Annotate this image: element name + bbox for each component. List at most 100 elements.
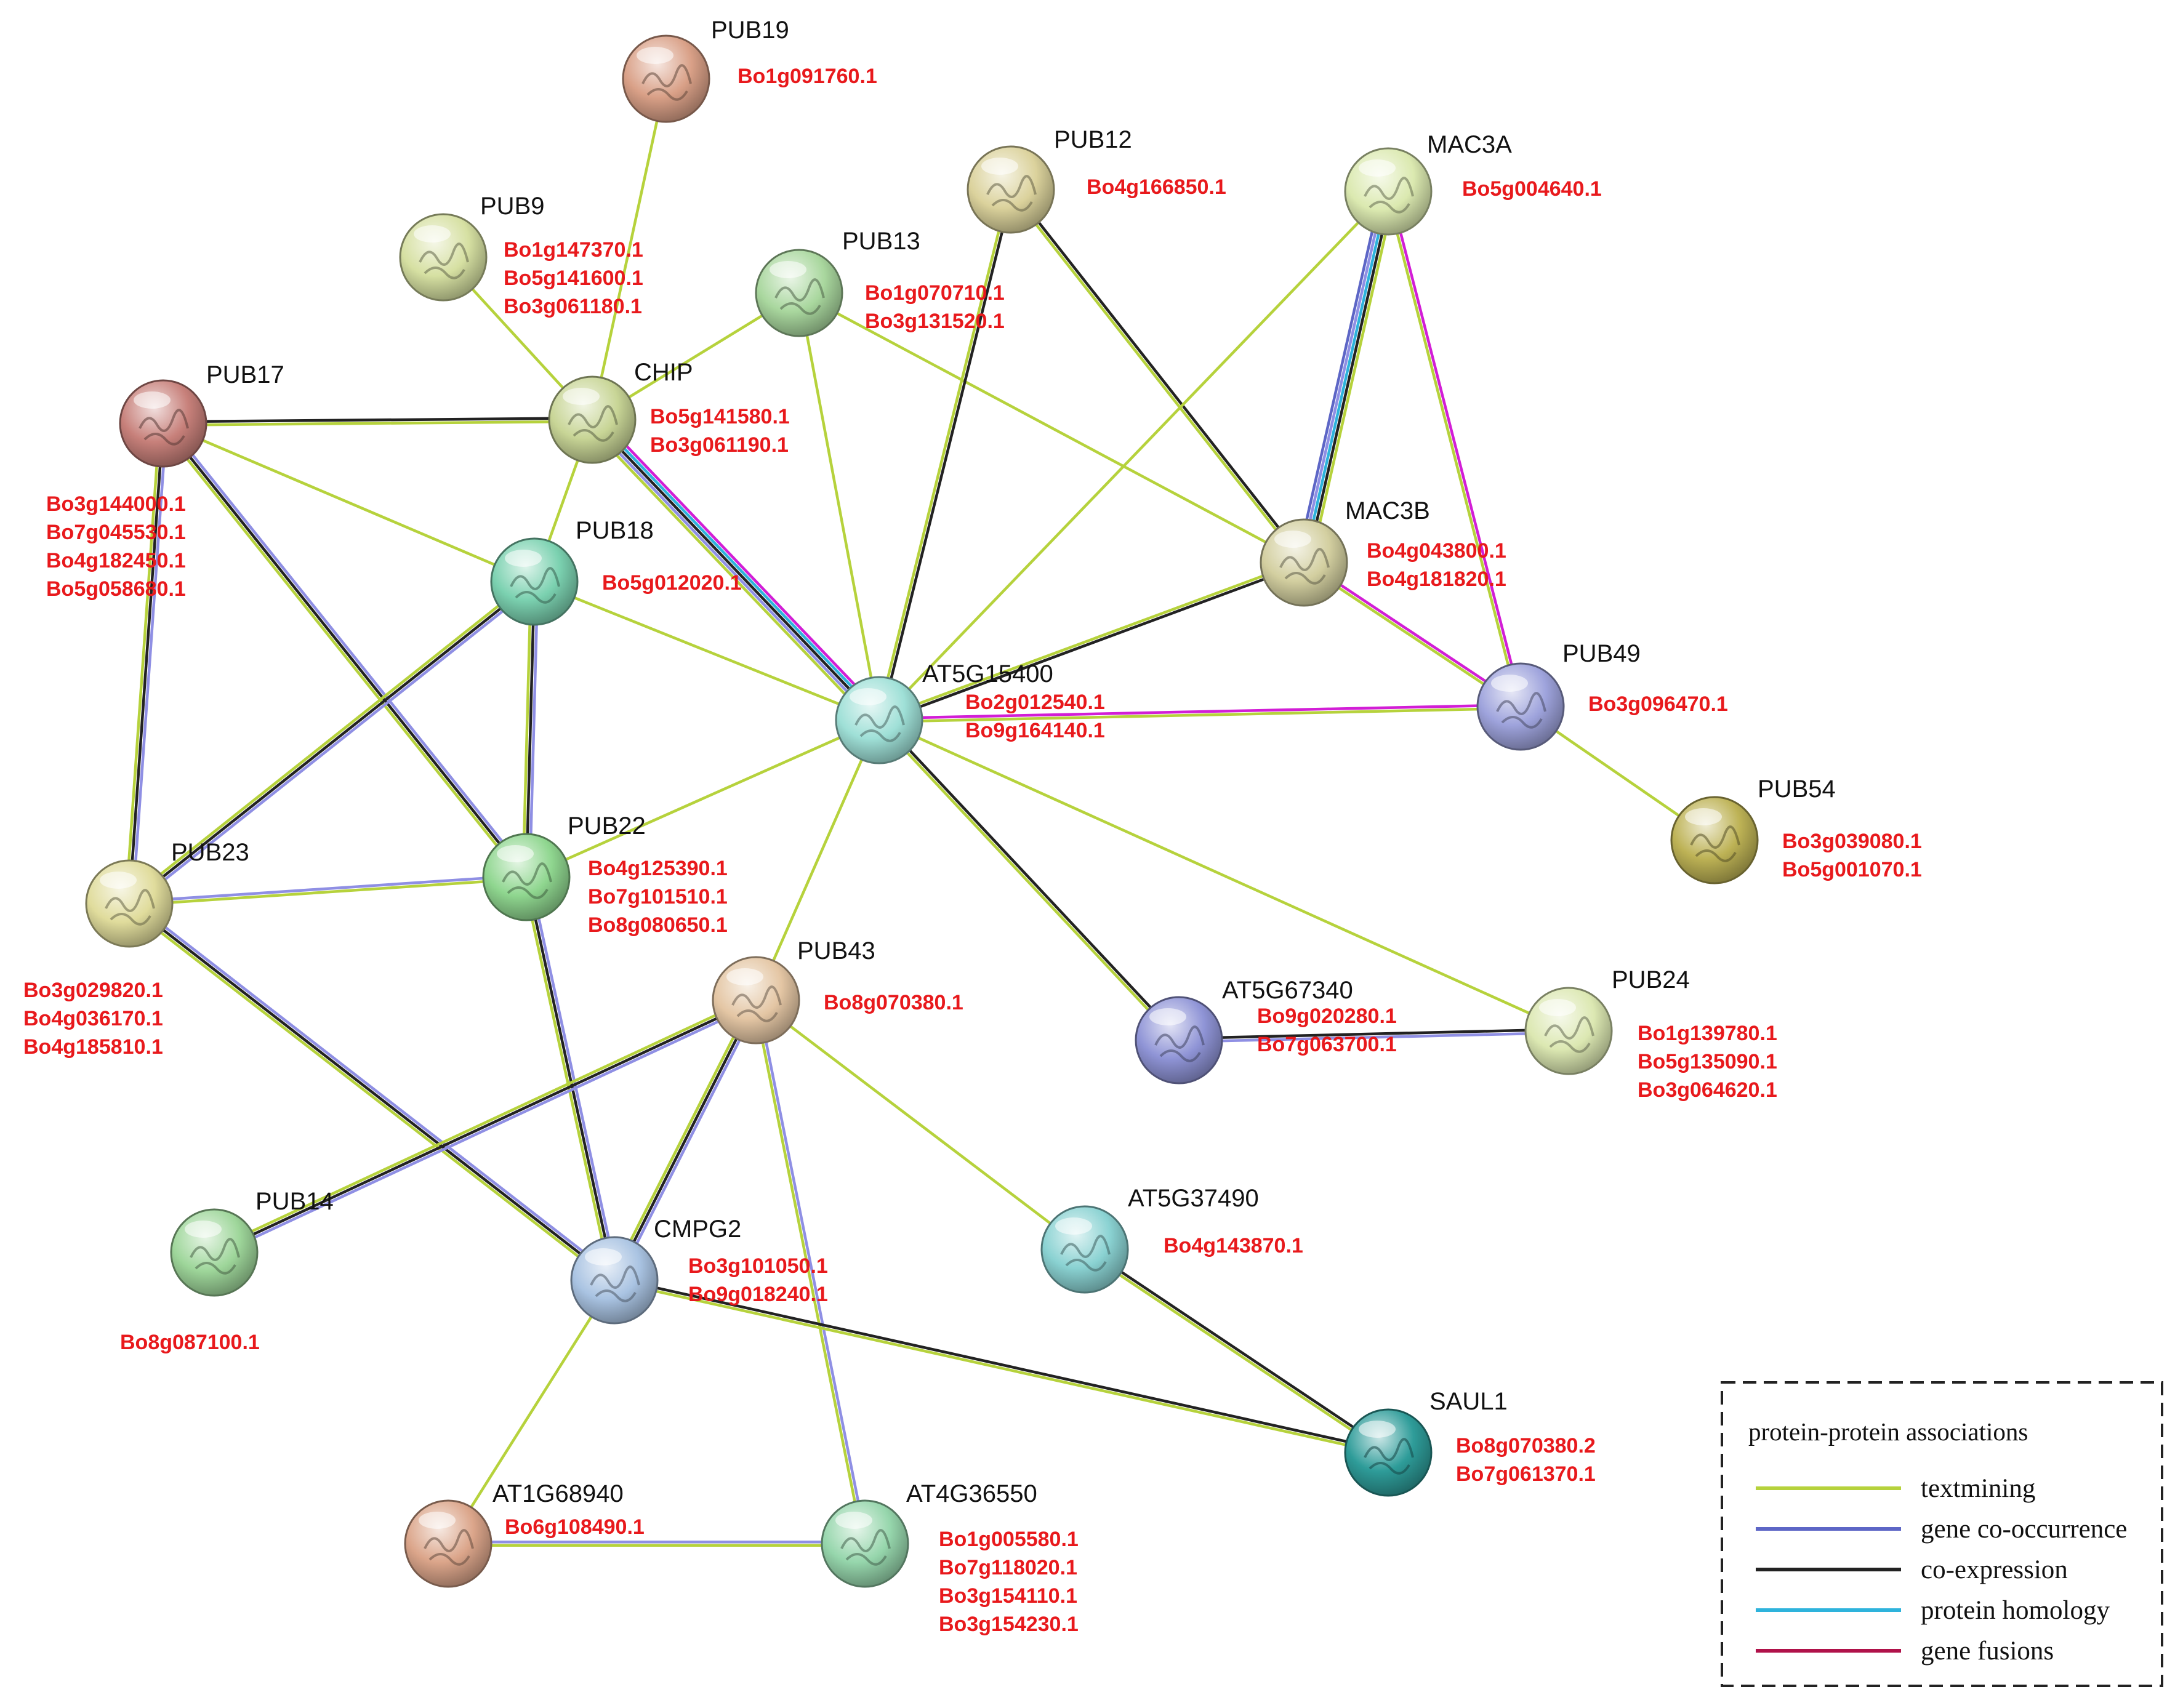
node-label: CHIP [634,359,693,386]
edge-line-coexpression [525,876,616,1281]
edge-line-coexpression [879,190,1014,721]
sphere-highlight [419,1512,456,1529]
node-at4g36550[interactable]: AT4G36550Bo1g005580.1Bo7g118020.1Bo3g154… [821,1480,1079,1636]
edges-layer [124,78,1716,1547]
protein-structure-icon [419,243,469,279]
edge-line-textmining [521,581,533,877]
node-label: PUB54 [1758,776,1836,803]
gene-id-label: Bo3g154230.1 [939,1613,1079,1636]
sphere-highlight [981,158,1018,175]
edge-line-textmining [878,190,1389,721]
protein-structure-icon [854,705,905,742]
gene-id-label: Bo3g131520.1 [865,310,1005,333]
sphere-highlight [770,261,806,278]
edge-pub22-cmpg2 [521,876,619,1281]
gene-id-label: Bo4g143870.1 [1164,1234,1303,1257]
gene-id-label: Bo9g018240.1 [688,1283,828,1306]
node-label: PUB23 [171,839,249,866]
sphere-highlight [497,845,534,862]
node-pub22[interactable]: PUB22Bo4g125390.1Bo7g101510.1Bo8g080650.… [482,812,728,937]
node-pub24[interactable]: PUB24Bo1g139780.1Bo5g135090.1Bo3g064620.… [1524,966,1777,1102]
edge-at5g15400-pub22 [526,718,880,879]
edge-line-textmining [129,877,527,907]
gene-id-label: Bo2g012540.1 [965,691,1105,714]
edge-line-coexpression [1085,1246,1390,1453]
edge-at1g68940-at4g36550 [448,1541,865,1547]
gene-id-label: Bo7g061370.1 [1456,1462,1596,1486]
node-label: PUB17 [206,361,284,388]
legend-label: textmining [1921,1474,2035,1503]
edge-mac3a-pub49 [1385,190,1524,708]
protein-structure-icon [190,1238,240,1275]
sphere-highlight [185,1221,222,1238]
gene-id-label: Bo4g181820.1 [1367,567,1506,591]
gene-id-label: Bo3g096470.1 [1588,692,1728,716]
protein-structure-icon [731,985,782,1022]
legend: protein-protein associations textminingg… [1721,1381,2163,1687]
gene-id-label: Bo3g101050.1 [688,1254,828,1278]
edge-line-textmining [876,188,1011,720]
edge-line-textmining [610,998,755,1280]
node-label: PUB19 [711,17,789,44]
node-pub23[interactable]: PUB23Bo3g029820.1Bo4g036170.1Bo4g185810.… [23,839,249,1059]
edge-pub18-at5g15400 [534,580,880,722]
node-label: MAC3B [1345,497,1430,524]
edge-cmpg2-at1g68940 [447,1279,616,1545]
edge-pub23-cmpg2 [126,899,617,1285]
edge-pub18-pub23 [126,577,537,908]
edge-at5g15400-pub49 [878,704,1521,723]
legend-box [1721,1381,2163,1687]
edge-line-gene-cooccurrence [131,583,537,908]
sphere-highlight [850,688,886,705]
node-label: PUB49 [1562,640,1641,667]
gene-id-label: Bo8g080650.1 [588,913,728,937]
edge-line-textmining [159,425,525,880]
sphere-highlight [414,225,451,243]
edge-line-textmining [126,577,533,902]
edge-pub17-pub18 [163,422,535,583]
gene-id-label: Bo5g012020.1 [602,571,742,595]
legend-label: protein homology [1921,1596,2110,1625]
protein-structure-icon [1364,177,1414,214]
protein-structure-icon [1154,1025,1205,1062]
protein-structure-icon [1496,692,1546,729]
gene-id-label: Bo1g091760.1 [738,65,877,88]
gene-id-label: Bo3g039080.1 [1782,830,1922,853]
legend-item-gene-fusions: gene fusions [1756,1637,2054,1666]
node-pub17[interactable]: PUB17Bo3g144000.1Bo7g045530.1Bo4g182450.… [46,361,284,601]
sphere-highlight [1539,999,1576,1016]
edge-mac3b-at5g15400 [878,559,1305,723]
gene-id-label: Bo5g004640.1 [1462,177,1602,201]
edge-line-gene-cooccurrence [1179,1031,1569,1043]
gene-id-label: Bo5g001070.1 [1782,858,1922,881]
node-label: AT5G67340 [1222,977,1353,1004]
protein-structure-icon [105,889,155,926]
edge-line-gene-cooccurrence [616,1001,760,1283]
protein-structure-icon [1060,1235,1111,1272]
gene-id-label: Bo8g070380.2 [1456,1434,1596,1457]
node-label: PUB13 [842,228,920,255]
protein-structure-icon [590,1265,640,1302]
edge-at5g15400-pub24 [878,718,1569,1033]
edge-pub23-pub22 [129,874,527,907]
edge-line-textmining [1309,192,1396,564]
edge-line-textmining [212,995,755,1251]
